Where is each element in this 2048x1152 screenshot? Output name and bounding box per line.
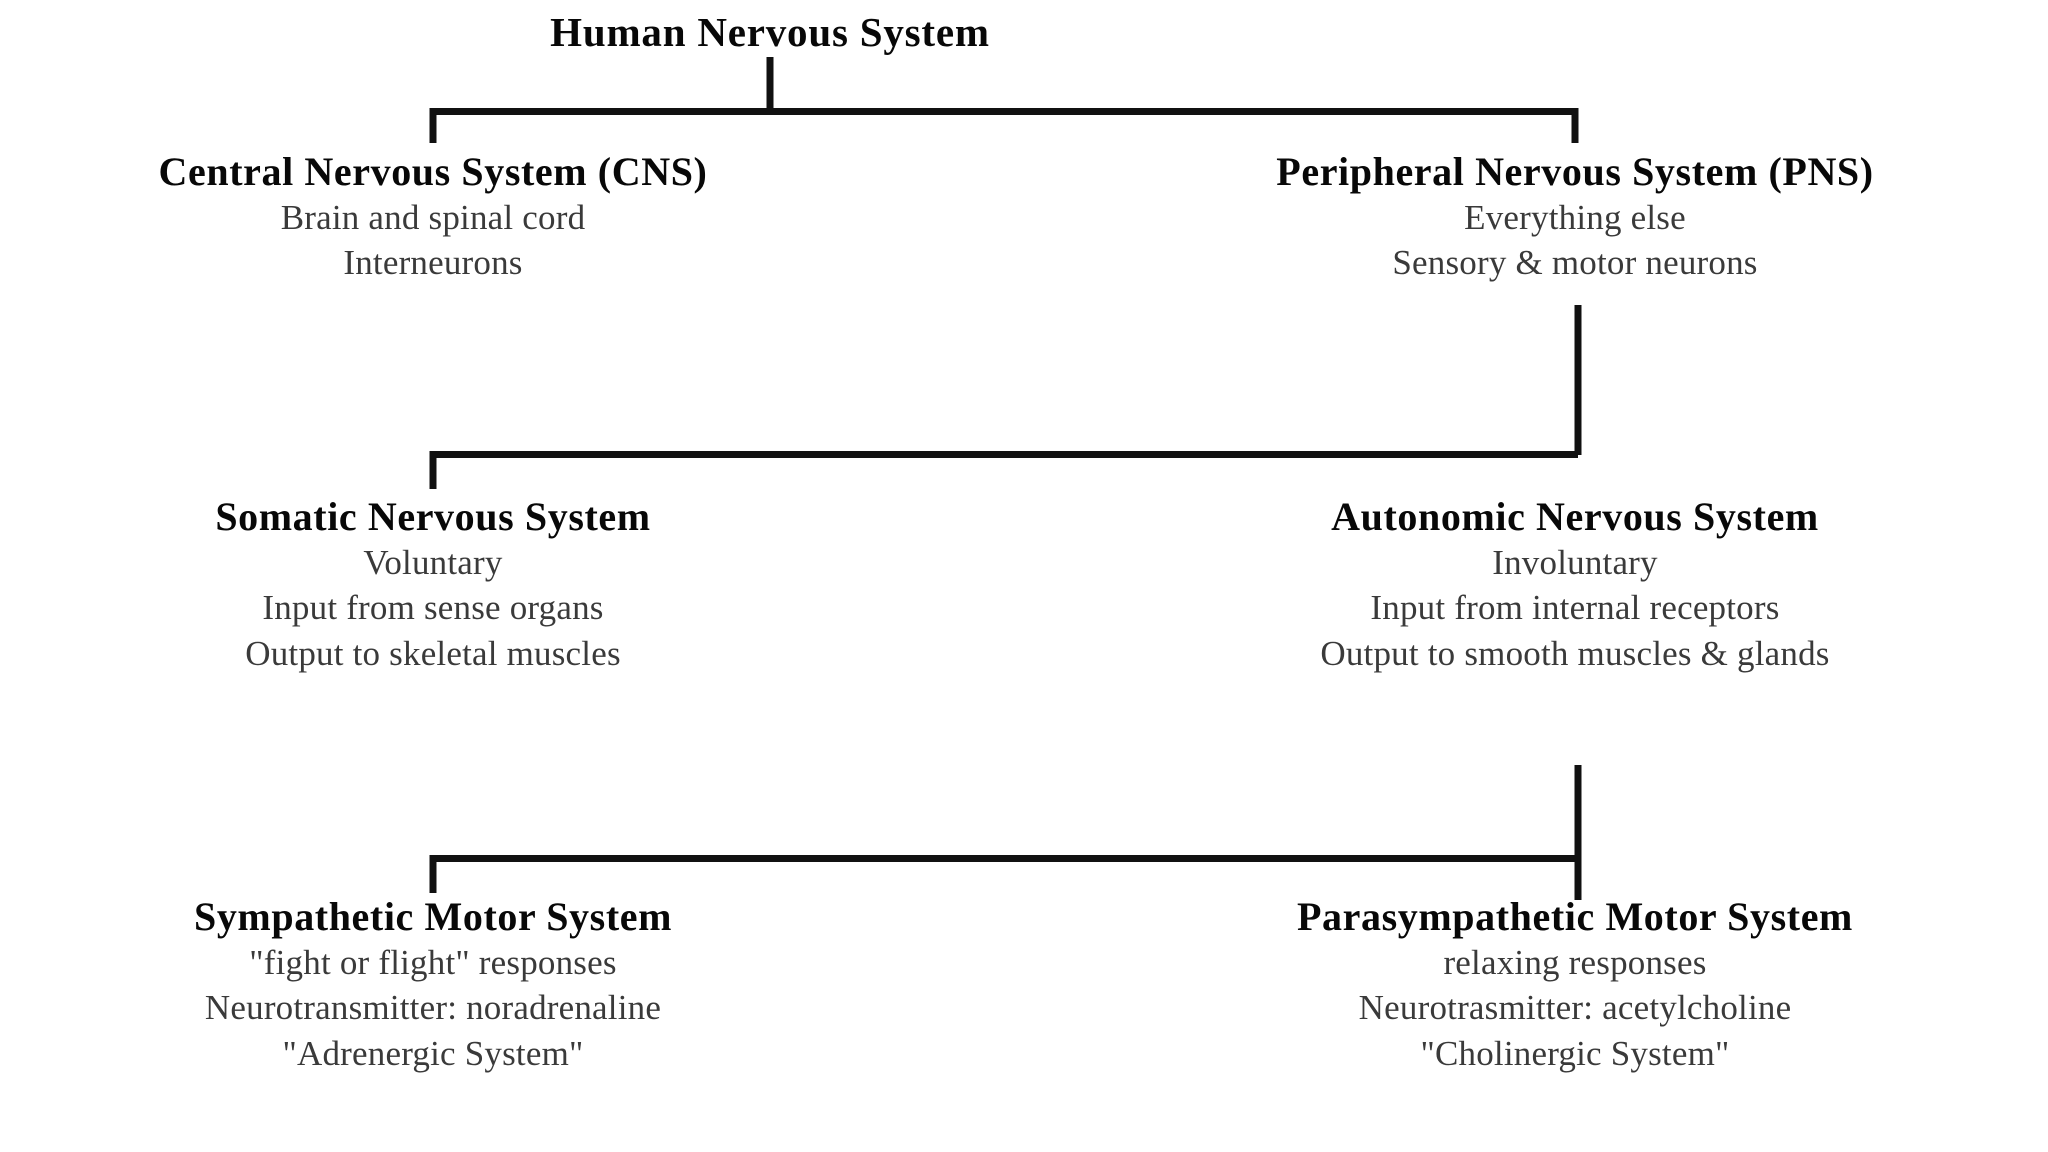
connector-level2-left-leg [429,108,437,143]
node-lines-somatic: Voluntary Input from sense organs Output… [215,540,650,677]
node-peripheral-nervous-system: Peripheral Nervous System (PNS) Everythi… [1276,149,1874,286]
node-line: Everything else [1464,197,1686,237]
node-central-nervous-system: Central Nervous System (CNS) Brain and s… [158,149,708,286]
node-lines-pns: Everything else Sensory & motor neurons [1276,195,1873,286]
node-line: "Adrenergic System" [282,1033,584,1073]
node-line: Sensory & motor neurons [1392,243,1758,283]
node-parasympathetic-motor-system: Parasympathetic Motor System relaxing re… [1297,894,1853,1077]
node-lines-autonomic: Involuntary Input from internal receptor… [1320,540,1829,677]
node-line: Input from sense organs [262,588,604,628]
connector-root-stem [766,57,774,114]
node-sympathetic-motor-system: Sympathetic Motor System "fight or fligh… [193,894,673,1077]
node-title-autonomic: Autonomic Nervous System [1331,494,1819,539]
node-title-pns: Peripheral Nervous System (PNS) [1276,149,1874,194]
node-lines-cns: Brain and spinal cord Interneurons [159,195,708,286]
node-line: Input from internal receptors [1370,588,1780,628]
connector-level4-left-leg [429,855,437,893]
node-title-parasympathetic: Parasympathetic Motor System [1297,894,1853,939]
node-line: Output to skeletal muscles [245,633,621,673]
node-somatic-nervous-system: Somatic Nervous System Voluntary Input f… [215,494,651,677]
node-line: Interneurons [343,243,523,283]
node-line: "fight or flight" responses [249,942,617,982]
node-line: Involuntary [1492,542,1658,582]
connector-autonomic-stem [1574,765,1582,900]
node-line: Neurotrasmitter: acetylcholine [1358,988,1792,1028]
node-autonomic-nervous-system: Autonomic Nervous System Involuntary Inp… [1320,494,1829,677]
connector-level4-bar [430,855,1578,862]
node-title-cns: Central Nervous System (CNS) [158,149,708,194]
node-title-sympathetic: Sympathetic Motor System [193,894,673,939]
node-lines-parasympathetic: relaxing responses Neurotrasmitter: acet… [1297,940,1853,1077]
node-line: Voluntary [363,542,503,582]
connector-level2-right-leg [1571,108,1579,143]
connector-level3-bar [430,451,1578,458]
node-line: relaxing responses [1443,942,1707,982]
connector-level2-bar [430,108,1578,115]
connector-pns-stem [1574,305,1582,455]
node-line: "Cholinergic System" [1420,1033,1730,1073]
node-line: Output to smooth muscles & glands [1320,633,1830,673]
node-title-somatic: Somatic Nervous System [215,494,651,539]
node-line: Brain and spinal cord [280,197,586,237]
node-lines-sympathetic: "fight or flight" responses Neurotransmi… [194,940,672,1077]
connector-level3-left-leg [429,451,437,489]
node-line: Neurotransmitter: noradrenaline [204,988,662,1028]
root-node-title: Human Nervous System [550,9,990,55]
